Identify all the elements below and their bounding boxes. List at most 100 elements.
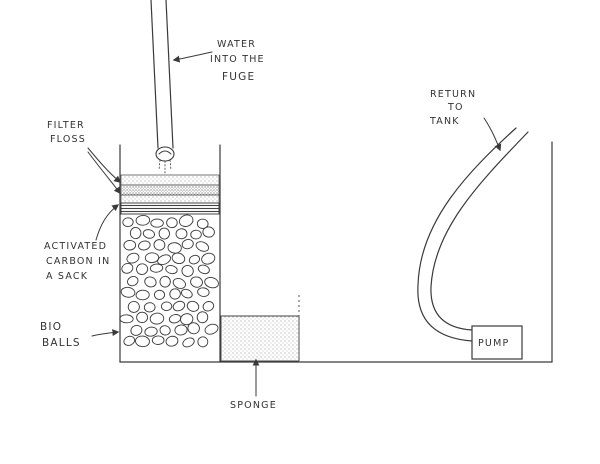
bio-ball [186,300,200,312]
bio-ball [197,287,210,297]
bio-ball [144,252,160,264]
bio-ball [136,263,149,275]
bio-ball [160,301,173,312]
bio-ball [190,229,202,240]
bio-ball [196,218,209,229]
filter-floss-layer-middle [120,184,220,196]
return-label-line2: TO [447,102,464,113]
water-label-line1: WATER [217,39,256,50]
pump: PUMP [471,325,523,360]
bio-ball [182,337,195,348]
bio-ball [120,286,136,298]
bio-ball [157,254,172,266]
bio-ball [197,336,209,348]
bio-ball [153,239,166,251]
bio-ball [202,226,215,238]
bio-ball [165,335,179,347]
bio-balls-label-line2: BALLS [42,337,81,349]
bio-ball [130,324,143,336]
bio-ball [119,314,134,324]
bio-ball [181,264,194,277]
bio-ball [195,241,210,252]
bio-ball [121,262,134,274]
return-label-line1: RETURN [430,89,476,100]
bio-ball [122,217,134,228]
bio-ball [175,228,188,240]
bio-ball [202,301,215,312]
filter-floss-label-line1: FILTER [47,120,85,131]
bio-balls-arrow [91,329,120,337]
return-arrow [483,117,502,152]
bio-ball [172,278,186,289]
filter-floss-layer-bottom [120,194,220,204]
bio-ball [204,277,219,289]
bio-ball [127,300,140,313]
bio-ball [135,335,150,348]
filter-floss-label-line2: FLOSS [50,134,86,145]
bio-ball [174,324,188,336]
bio-ball [153,289,166,300]
filter-floss-arrow-2 [87,151,121,195]
bio-ball [159,275,171,288]
bio-ball [138,240,151,251]
bio-ball [142,229,155,239]
bio-ball [188,254,201,265]
pointer-arrows [87,51,502,397]
bio-ball [201,252,216,265]
sponge-block [220,295,300,362]
bio-ball [127,276,139,287]
filter-chamber [119,144,221,363]
water-label-line2: INTO THE [210,54,265,65]
labels: WATER INTO THE FUGE FILTER FLOSS ACTIVAT… [40,39,476,411]
water-label-line3: FUGE [222,71,255,83]
bio-ball [181,288,193,299]
filter-floss-arrow [87,147,122,183]
bio-ball [167,242,182,254]
bio-ball [123,335,136,346]
bio-ball [158,227,170,240]
carbon-arrow [95,204,120,241]
bio-ball [165,264,178,275]
bio-ball [166,217,178,229]
carbon-label-line1: ACTIVATED [44,241,107,252]
bio-ball [129,227,142,240]
bio-ball [126,252,140,264]
carbon-label-line2: CARBON IN [46,256,110,267]
bio-balls-label-line1: BIO [40,321,62,333]
bio-ball [204,323,219,335]
bio-ball [149,312,165,325]
bio-ball [136,311,149,324]
bio-ball [149,263,164,273]
pump-label: PUMP [478,338,509,349]
filter-floss-layer-top [120,174,220,186]
bio-ball [144,276,157,288]
bio-ball [159,325,171,336]
carbon-sack-layer [120,202,220,215]
return-label-line3: TANK [429,116,460,127]
bio-ball [123,239,137,251]
bio-ball [168,314,182,324]
bio-ball [143,302,156,313]
bio-ball [135,214,151,226]
bio-ball [178,214,194,227]
return-pipe [417,127,529,342]
bio-ball [169,288,181,300]
bio-ball [180,313,194,326]
bio-ball [172,300,186,312]
bio-ball [197,264,210,275]
bio-ball [196,311,209,324]
bio-ball [135,289,150,301]
sponge-label: SPONGE [230,400,277,411]
carbon-label-line3: A SACK [46,271,88,282]
bio-ball [150,218,164,228]
bio-ball [190,276,203,288]
bio-ball [181,238,194,250]
inlet-pipe [150,0,175,174]
water-arrow [172,51,213,63]
bio-ball [187,322,200,335]
bio-ball [144,326,158,337]
bio-ball [151,335,165,345]
bio-balls [119,214,219,348]
bio-ball [171,252,186,265]
